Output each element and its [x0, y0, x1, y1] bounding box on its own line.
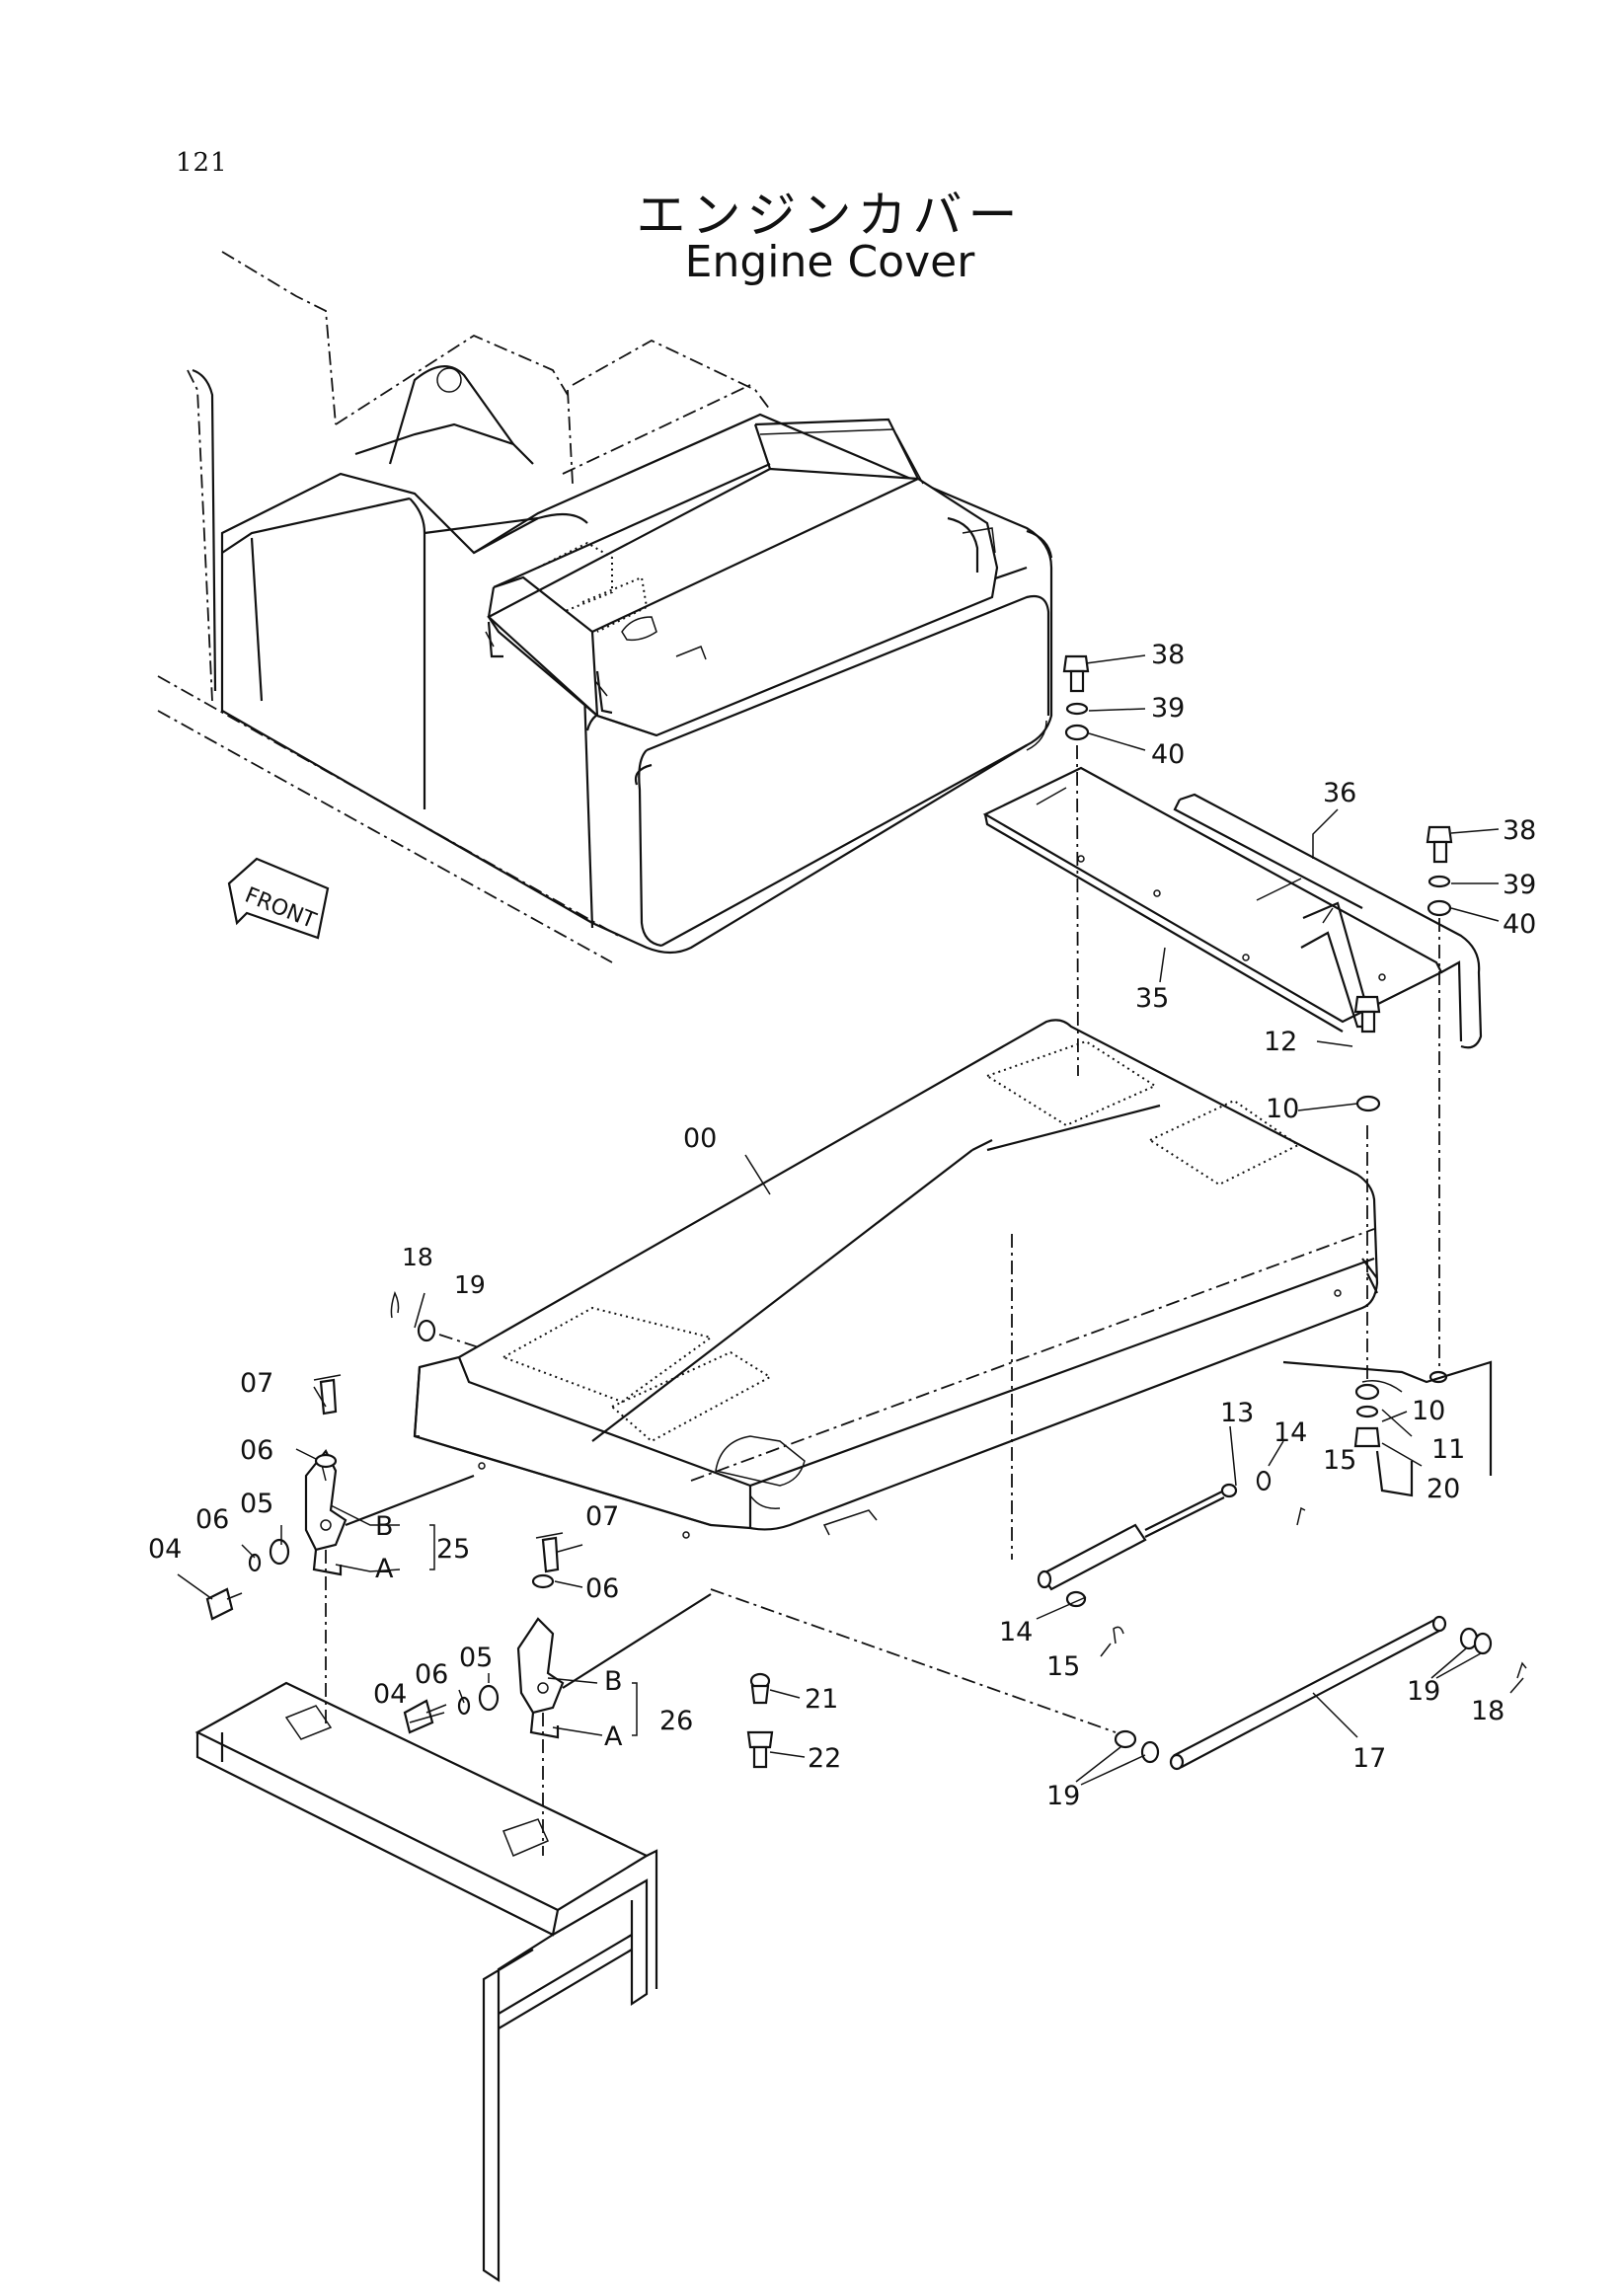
part-label: 19 — [1046, 1781, 1080, 1811]
part-label: 05 — [240, 1489, 273, 1519]
part-label: 15 — [1046, 1651, 1080, 1682]
part-label: 40 — [1503, 909, 1536, 940]
part-label: 00 — [683, 1123, 717, 1154]
part-label: 40 — [1151, 739, 1185, 770]
title-english: Engine Cover — [684, 237, 975, 287]
part-label: 22 — [808, 1743, 841, 1774]
part-label: 18 — [1471, 1696, 1504, 1726]
part-label: 18 — [402, 1243, 433, 1271]
part-label: 26 — [659, 1706, 693, 1736]
front-arrow-marker: FRONT — [227, 857, 330, 940]
part-label: 39 — [1151, 693, 1185, 724]
part-label: 12 — [1264, 1027, 1297, 1057]
part-label: 35 — [1135, 983, 1169, 1014]
part-label: 06 — [195, 1504, 229, 1535]
support-rod-17 — [390, 1291, 1527, 1771]
gas-spring-13 — [1037, 1470, 1306, 1645]
engine-cover-part — [413, 1019, 1379, 1539]
part-label: A — [604, 1722, 623, 1752]
bracket-assembly — [982, 766, 1483, 1049]
part-label: 38 — [1503, 815, 1536, 846]
part-label: 11 — [1431, 1434, 1465, 1465]
part-label: 14 — [999, 1617, 1033, 1647]
part-label: B — [604, 1666, 623, 1697]
part-label: 19 — [1407, 1676, 1440, 1707]
part-label: 07 — [585, 1501, 619, 1532]
part-label: B — [375, 1511, 394, 1542]
part-label: 19 — [454, 1270, 486, 1299]
part-label: A — [375, 1554, 394, 1584]
part-label: 14 — [1273, 1417, 1307, 1448]
part-label: 21 — [805, 1684, 838, 1715]
hardware-stack-left — [1011, 654, 1493, 1560]
bolt-21-22 — [325, 1550, 774, 1856]
part-label: 07 — [240, 1368, 273, 1399]
part-label: 25 — [436, 1534, 470, 1565]
part-label: 39 — [1503, 870, 1536, 900]
part-label: 04 — [373, 1679, 407, 1710]
latch-assembly-26 — [403, 1532, 712, 1739]
part-label: 10 — [1412, 1396, 1445, 1426]
machine-body-illustration — [157, 251, 1053, 963]
part-label: 13 — [1220, 1398, 1254, 1428]
part-label: 36 — [1323, 778, 1356, 808]
page-number: 121 — [176, 148, 228, 178]
part-label: 04 — [148, 1534, 182, 1565]
part-label: 06 — [415, 1659, 448, 1690]
part-label: 10 — [1266, 1094, 1299, 1124]
latch-assembly-25 — [205, 1374, 475, 1621]
part-label: 05 — [459, 1643, 493, 1673]
leader-lines — [177, 654, 1524, 1786]
part-label: 06 — [585, 1573, 619, 1604]
part-label: 17 — [1352, 1743, 1386, 1774]
part-label: 06 — [240, 1435, 273, 1466]
handrail-frame-illustration — [194, 1681, 658, 2283]
part-labels: 38 39 40 36 38 39 40 35 12 10 00 18 19 0… — [148, 640, 1536, 1811]
part-label: 38 — [1151, 640, 1185, 670]
title-japanese: エンジンカバー — [636, 187, 1024, 244]
part-label: 15 — [1323, 1445, 1356, 1476]
part-label: 20 — [1427, 1474, 1460, 1504]
